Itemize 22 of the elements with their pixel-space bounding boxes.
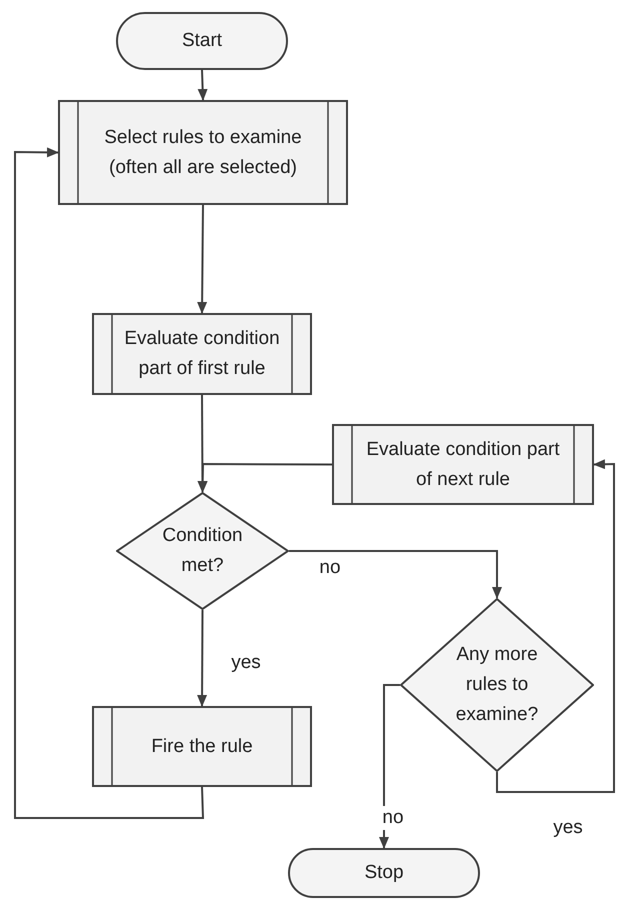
arrow (289, 550, 502, 599)
arrow (198, 70, 208, 101)
node-text: Select rules to examine (often all are selected) (103, 126, 303, 180)
decision-diamond (116, 492, 289, 610)
arrow (14, 147, 204, 819)
node-text: Stop (364, 861, 404, 885)
process-box (92, 313, 312, 395)
node-text: Evaluate condition part of next rule (365, 438, 561, 492)
node-text: Condition met? (161, 524, 244, 578)
node-text: Evaluate condition part of first rule (123, 327, 281, 381)
node-text: Any more rules to examine? (454, 643, 540, 727)
arrow (197, 610, 208, 707)
node-text: Start (182, 29, 222, 53)
node-text: Fire the rule (151, 734, 253, 758)
process-box (92, 706, 312, 787)
process-box (58, 100, 348, 205)
terminator (288, 848, 480, 898)
arrow (198, 463, 332, 493)
decision-diamond (400, 598, 594, 772)
arrow (197, 204, 208, 314)
arrow (496, 459, 615, 793)
process-box (332, 424, 594, 505)
